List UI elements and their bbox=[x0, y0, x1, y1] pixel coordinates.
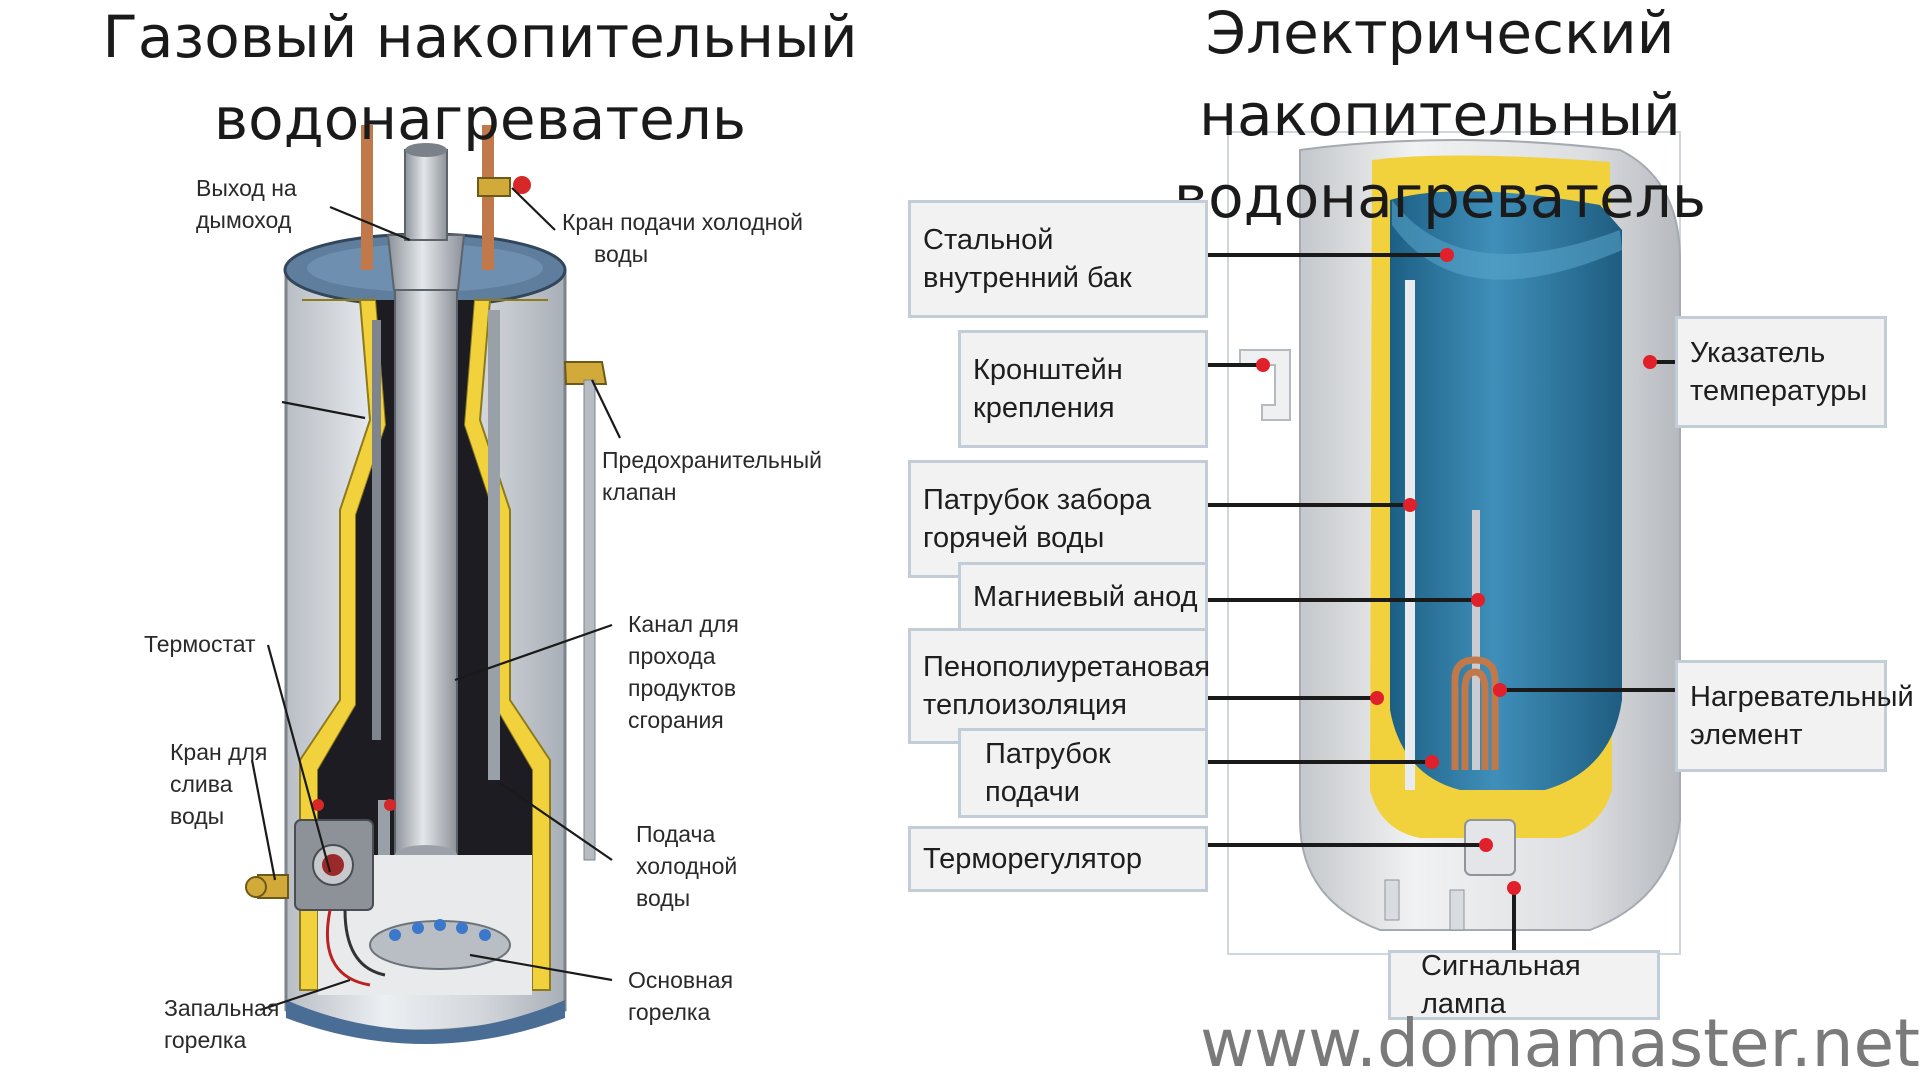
label-line: воды bbox=[636, 885, 691, 911]
label-line: Пенополиуретановая bbox=[923, 651, 1211, 683]
label-flue-outlet: Выход на дымоход bbox=[196, 172, 297, 236]
label-line: Основная bbox=[628, 967, 734, 993]
label-cold-valve: Кран подачи холодной воды bbox=[562, 206, 803, 270]
label-main-burner: Основная горелка bbox=[628, 964, 733, 1028]
label-line: клапан bbox=[602, 479, 677, 505]
gas-tank-base bbox=[286, 1000, 565, 1044]
watermark-url: www.domamaster.net bbox=[1200, 1005, 1920, 1082]
label-line: крепления bbox=[973, 392, 1115, 424]
label-line: горелка bbox=[164, 1027, 247, 1053]
electric-title-line-1: Электрический накопительный bbox=[1199, 0, 1681, 149]
label-drain-valve: Кран для слива воды bbox=[170, 736, 267, 832]
electric-water-tank bbox=[1390, 191, 1622, 791]
gas-cold-pipe bbox=[482, 125, 494, 270]
electric-anode bbox=[1472, 510, 1480, 770]
label-line: прохода bbox=[628, 643, 716, 669]
label-line: Кран для bbox=[170, 739, 268, 765]
gas-cold-valve bbox=[477, 177, 511, 197]
label-line: горелка bbox=[628, 999, 711, 1025]
label-line: воды bbox=[170, 803, 225, 829]
gas-heater-illustration bbox=[245, 125, 608, 1044]
label-line: температуры bbox=[1690, 375, 1868, 407]
label-line: Выход на bbox=[196, 175, 297, 201]
label-line: Предохранительный bbox=[602, 447, 822, 473]
label-line: Кронштейн bbox=[973, 354, 1123, 386]
label-line: дымоход bbox=[196, 207, 292, 233]
gas-flue-cone bbox=[386, 234, 466, 291]
gas-heater-title: Газовый накопительный водонагреватель bbox=[60, 0, 900, 160]
label-line: воды bbox=[594, 241, 649, 267]
label-line: Нагревательный bbox=[1690, 681, 1914, 713]
gas-dip-tube bbox=[488, 310, 500, 780]
gas-title-line-2: водонагреватель bbox=[213, 85, 747, 153]
electric-title-line-2: водонагреватель bbox=[1173, 163, 1707, 231]
box-insulation: Пенополиуретановая теплоизоляция bbox=[908, 628, 1211, 744]
box-magnesium-anode: Магниевый анод bbox=[958, 562, 1208, 632]
label-line: Стальной внутренний бак bbox=[923, 224, 1132, 294]
label-line: горячей воды bbox=[923, 522, 1105, 554]
label-line: сгорания bbox=[628, 707, 724, 733]
electric-leader-lines bbox=[1208, 253, 1675, 950]
label-exhaust-channel: Канал для прохода продуктов сгорания bbox=[628, 608, 739, 736]
label-safety-valve: Предохранительный клапан bbox=[602, 444, 822, 508]
label-line: Патрубок подачи bbox=[985, 738, 1111, 808]
label-line: слива bbox=[170, 771, 233, 797]
label-line: продуктов bbox=[628, 675, 737, 701]
electric-heater-illustration bbox=[1227, 131, 1681, 955]
electric-heater-title: Электрический накопительный водонагреват… bbox=[960, 0, 1920, 238]
box-signal-lamp: Сигнальная лампа bbox=[1388, 950, 1660, 1020]
label-line: Указатель bbox=[1690, 337, 1826, 369]
label-line: Магниевый анод bbox=[973, 581, 1198, 613]
label-thermostat: Термостат bbox=[144, 628, 256, 660]
box-heating-element: Нагревательный элемент bbox=[1675, 660, 1914, 772]
electric-hot-pipe bbox=[1405, 280, 1415, 790]
box-hot-outlet: Патрубок забора горячей воды bbox=[908, 460, 1208, 578]
electric-markers bbox=[1256, 248, 1657, 895]
gas-hot-pipe bbox=[361, 125, 373, 270]
gas-leader-lines bbox=[250, 187, 621, 1012]
box-thermoregulator: Терморегулятор bbox=[908, 826, 1208, 892]
label-line: Запальная bbox=[164, 995, 280, 1021]
label-cold-supply: Подача холодной воды bbox=[636, 818, 737, 914]
electric-heating-coil bbox=[1451, 656, 1499, 770]
label-pilot-burner: Запальная горелка bbox=[164, 992, 279, 1056]
box-steel-tank: Стальной внутренний бак bbox=[908, 200, 1208, 318]
box-temp-indicator: Указатель температуры bbox=[1675, 316, 1887, 428]
label-line: холодной bbox=[636, 853, 738, 879]
label-line: Подача bbox=[636, 821, 716, 847]
box-bracket: Кронштейн крепления bbox=[958, 330, 1208, 448]
label-line: Термостат bbox=[144, 631, 256, 657]
gas-flue-pipe bbox=[394, 289, 458, 856]
label-line: Кран подачи холодной bbox=[562, 209, 803, 235]
gas-title-line-1: Газовый накопительный bbox=[102, 3, 858, 71]
label-line: Патрубок забора bbox=[923, 484, 1152, 516]
label-line: элемент bbox=[1690, 719, 1803, 751]
label-line: Терморегулятор bbox=[923, 843, 1142, 875]
label-line: Сигнальная лампа bbox=[1421, 950, 1581, 1020]
label-line: Канал для bbox=[628, 611, 739, 637]
box-supply-pipe: Патрубок подачи bbox=[958, 728, 1208, 818]
gas-safety-valve bbox=[563, 361, 608, 385]
label-line: теплоизоляция bbox=[923, 689, 1127, 721]
